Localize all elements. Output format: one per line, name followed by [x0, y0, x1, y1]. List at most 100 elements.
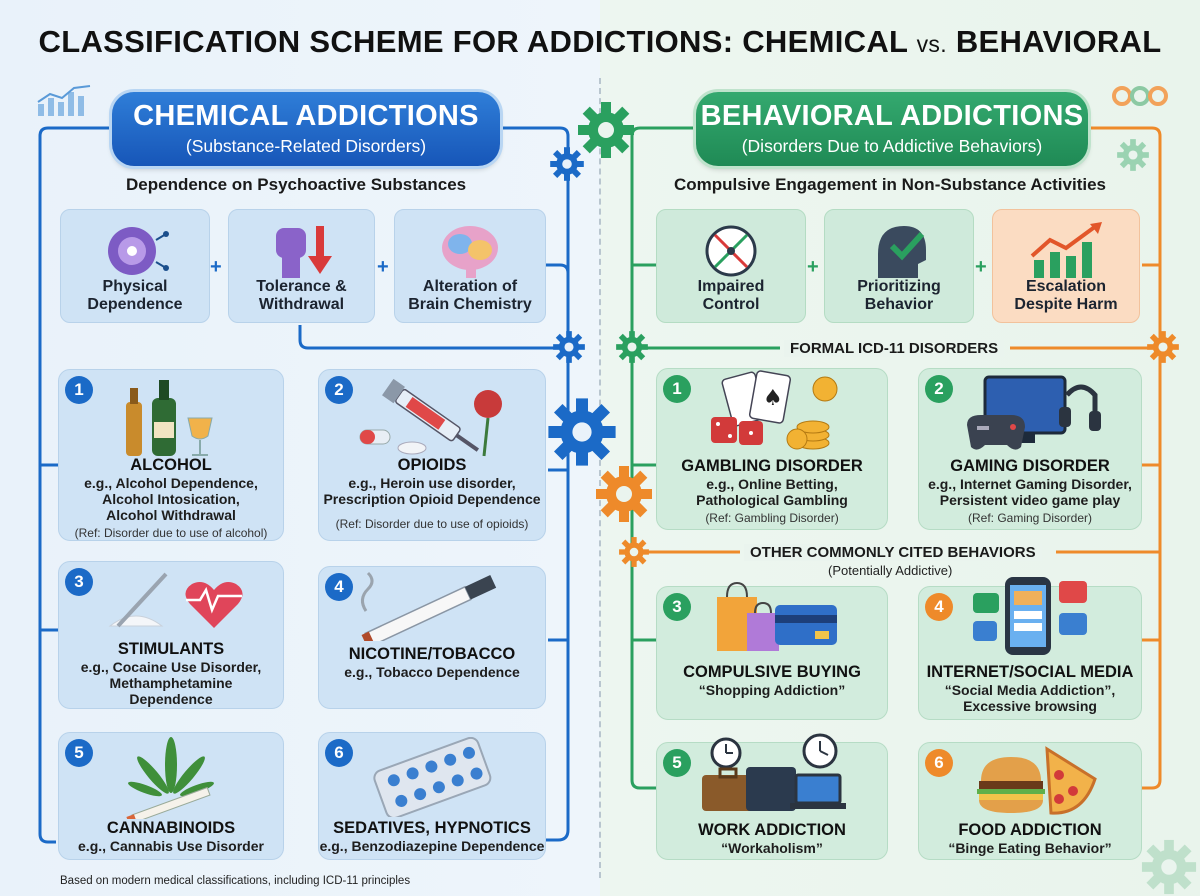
card-compulsive-buying: 3 COMPULSIVE BUYING “Shopping Addiction” — [656, 581, 888, 720]
card-cannabinoids: 5 CANNABINOIDS e.g., Cannabis Use Disord… — [58, 732, 284, 860]
trait-prioritizing-behavior: Prioritizing Behavior — [824, 209, 974, 323]
card-title: WORK ADDICTION — [698, 821, 846, 839]
trait-line: Dependence — [87, 296, 183, 313]
card-example: e.g., Heroin use disorder, — [348, 475, 516, 491]
card-example: e.g., Internet Gaming Disorder, — [928, 476, 1132, 492]
gear-icon — [550, 147, 584, 181]
compass-icon — [705, 225, 757, 277]
trait-tolerance-withdrawal: Tolerance & Withdrawal — [228, 209, 375, 323]
plus-icon: + — [377, 256, 389, 278]
bottle-icon — [126, 380, 213, 456]
chemical-tagline: Dependence on Psychoactive Substances — [126, 175, 467, 194]
card-example: Persistent video game play — [939, 492, 1121, 508]
card-number: 5 — [65, 739, 93, 767]
head-check-icon — [878, 226, 926, 278]
card-number: 1 — [663, 375, 691, 403]
card-alcohol: 1 ALCOHOL e.g., Alcohol Dependence, Alco… — [58, 369, 284, 541]
card-number: 4 — [325, 573, 353, 601]
card-reference: (Ref: Disorder due to use of opioids) — [335, 517, 529, 531]
gamepad-monitor-icon — [967, 375, 1101, 450]
card-gambling-disorder: 1 ♠ GAMBLING DISORDER e.g., Online Betti… — [656, 368, 888, 530]
card-food-addiction: 6 FOOD ADDICTION “Binge Eating Behavior” — [918, 742, 1142, 860]
footer-note: Based on modern medical classifications,… — [60, 875, 411, 887]
bar-chart-icon — [37, 85, 91, 116]
card-example: “Social Media Addiction”, — [944, 682, 1116, 698]
card-example: “Shopping Addiction” — [698, 682, 846, 698]
chemical-header-title: CHEMICAL ADDICTIONS — [133, 100, 479, 132]
card-title: FOOD ADDICTION — [958, 821, 1102, 839]
card-internet-social-media: 4 INTERNET/SOCIAL MEDIA “Social Media Ad… — [918, 577, 1142, 720]
syringe-icon — [359, 378, 502, 457]
card-example: e.g., Cocaine Use Disorder, — [80, 659, 262, 675]
gear-icon — [619, 537, 649, 567]
card-title: STIMULANTS — [117, 640, 225, 658]
card-number: 3 — [65, 568, 93, 596]
gear-icon — [548, 398, 616, 466]
behavioral-header: BEHAVIORAL ADDICTIONS (Disorders Due to … — [696, 92, 1088, 166]
card-number: 5 — [663, 749, 691, 777]
card-example: Pathological Gambling — [696, 492, 848, 508]
card-example: “Binge Eating Behavior” — [948, 840, 1112, 856]
plus-icon: + — [210, 256, 222, 278]
card-work-addiction: 5 WORK ADDICTION “Workaholism” — [656, 733, 888, 860]
card-title: COMPULSIVE BUYING — [683, 663, 861, 681]
chemical-header: CHEMICAL ADDICTIONS (Substance-Related D… — [112, 92, 500, 166]
trait-escalation-despite-harm: Escalation Despite Harm — [992, 209, 1140, 323]
brain-icon — [442, 226, 498, 278]
card-opioids: 2 OPIOIDS e.g., Heroin use disorder, Pre… — [318, 369, 546, 541]
cigarette-icon — [361, 571, 497, 641]
phone-social-icon — [973, 577, 1087, 655]
trait-brain-chemistry: Alteration of Brain Chemistry — [394, 209, 546, 323]
plus-icon: + — [975, 256, 987, 278]
card-title: ALCOHOL — [130, 456, 212, 474]
trait-physical-dependence: Physical Dependence — [60, 209, 210, 323]
gear-icon — [616, 331, 648, 363]
donut-chart-icon — [1112, 86, 1168, 106]
pill-blister-icon — [373, 737, 492, 817]
trait-impaired-control: Impaired Control — [656, 209, 806, 323]
neuron-icon — [108, 227, 169, 275]
card-example: Prescription Opioid Dependence — [323, 491, 541, 507]
trait-line: Brain Chemistry — [408, 296, 532, 313]
card-example: Methamphetamine — [109, 675, 233, 691]
shopping-bag-icon — [717, 581, 837, 651]
card-example: Excessive browsing — [963, 698, 1097, 714]
trait-line: Physical — [102, 278, 168, 295]
card-title: CANNABINOIDS — [106, 819, 236, 837]
card-number: 6 — [925, 749, 953, 777]
burger-pizza-icon — [977, 746, 1097, 815]
cannabis-leaf-icon — [126, 737, 214, 819]
card-example: “Workaholism” — [721, 840, 823, 856]
card-number: 6 — [325, 739, 353, 767]
svg-text:♠: ♠ — [763, 386, 783, 411]
card-title: OPIOIDS — [397, 456, 467, 474]
card-example: e.g., Alcohol Dependence, — [84, 475, 258, 491]
trait-line: Control — [702, 296, 760, 313]
trait-line: Withdrawal — [258, 296, 345, 313]
card-example: Dependence — [129, 691, 213, 707]
card-number: 2 — [925, 375, 953, 403]
section-other-subtitle: (Potentially Addictive) — [828, 563, 953, 578]
behavioral-header-subtitle: (Disorders Due to Addictive Behaviors) — [741, 136, 1043, 156]
card-example: Alcohol Withdrawal — [106, 507, 236, 523]
growth-chart-icon — [1030, 222, 1102, 278]
cards-dice-icon: ♠ — [711, 370, 838, 450]
trait-line: Escalation — [1025, 278, 1107, 295]
heart-pulse-icon — [108, 572, 243, 628]
card-nicotine-tobacco: 4 NICOTINE/TOBACCO e.g., Tobacco Depende… — [318, 566, 546, 709]
title-vs: vs. — [916, 31, 947, 57]
card-reference: (Ref: Gaming Disorder) — [967, 511, 1093, 525]
page-title: CLASSIFICATION SCHEME FOR ADDICTIONS: CH… — [0, 24, 1200, 60]
card-number: 2 — [325, 376, 353, 404]
plus-icon: + — [807, 256, 819, 278]
card-example: e.g., Online Betting, — [706, 476, 838, 492]
gear-icon — [553, 331, 585, 363]
card-title: INTERNET/SOCIAL MEDIA — [926, 663, 1134, 681]
fist-icon — [275, 226, 332, 278]
gear-icon — [596, 466, 652, 522]
card-gaming-disorder: 2 GAMING DISORDER e.g., Internet Gaming … — [918, 368, 1142, 530]
gear-icon — [1141, 839, 1197, 895]
trait-line: Alteration of — [422, 278, 518, 295]
center-divider — [599, 78, 601, 878]
card-number: 3 — [663, 593, 691, 621]
